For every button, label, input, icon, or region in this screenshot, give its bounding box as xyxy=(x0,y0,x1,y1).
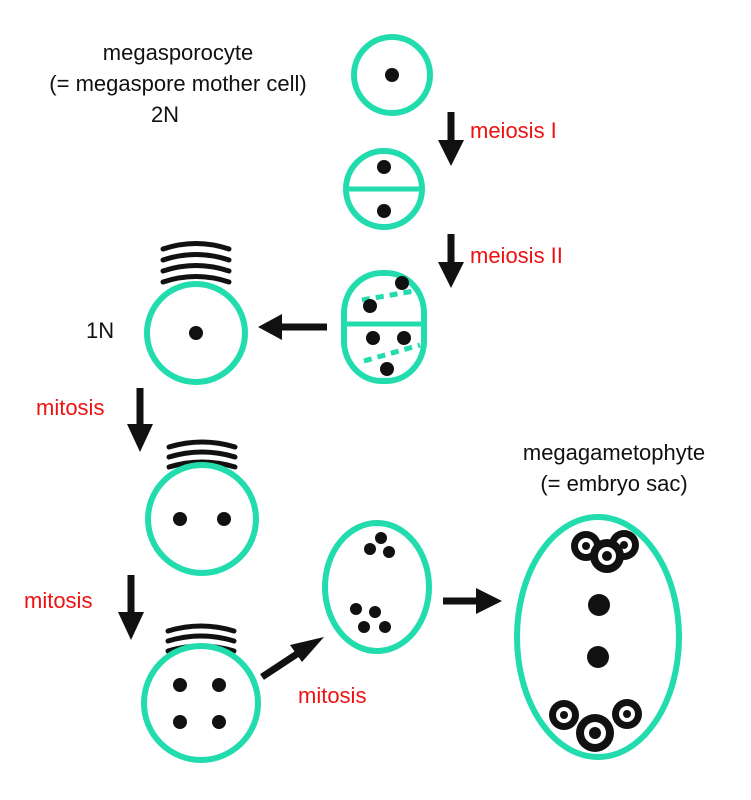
arrow-to-megaspore xyxy=(258,314,327,340)
megasporocyte-cell xyxy=(351,34,433,116)
megagametophyte-label: megagametophyte xyxy=(523,440,705,465)
ploidy-1n-label: 1N xyxy=(86,318,114,343)
mitosis-2-label: mitosis xyxy=(24,588,92,613)
arrow-meiosis-1 xyxy=(438,112,464,166)
functional-megaspore-cell xyxy=(144,281,248,385)
tetrad-cell xyxy=(341,270,427,384)
four-nucleate-cell xyxy=(141,643,261,763)
ploidy-2n-label: 2N xyxy=(151,102,179,127)
polar-nucleus-lower xyxy=(587,646,609,668)
arrow-to-embryo-sac xyxy=(443,588,502,614)
two-nucleate-cell xyxy=(145,462,259,576)
arrow-mitosis-2 xyxy=(118,575,144,640)
degenerating-megaspores xyxy=(160,241,232,285)
antipodal-cells xyxy=(571,530,639,573)
arrow-mitosis-3 xyxy=(260,637,324,680)
egg-apparatus xyxy=(549,699,642,752)
dyad-cell xyxy=(343,148,425,230)
polar-nucleus-upper xyxy=(588,594,610,616)
meiosis-2-label: meiosis II xyxy=(470,243,563,268)
meiosis-1-label: meiosis I xyxy=(470,118,557,143)
megasporocyte-label: megasporocyte xyxy=(103,40,253,65)
eight-nucleate-cell xyxy=(322,520,432,654)
arrow-meiosis-2 xyxy=(438,234,464,288)
arrow-mitosis-1 xyxy=(127,388,153,452)
embryo-sac-cell xyxy=(514,514,682,760)
mitosis-3-label: mitosis xyxy=(298,683,366,708)
mother-cell-label: (= megaspore mother cell) xyxy=(49,71,306,96)
mitosis-1-label: mitosis xyxy=(36,395,104,420)
embryo-sac-label: (= embryo sac) xyxy=(540,471,687,496)
